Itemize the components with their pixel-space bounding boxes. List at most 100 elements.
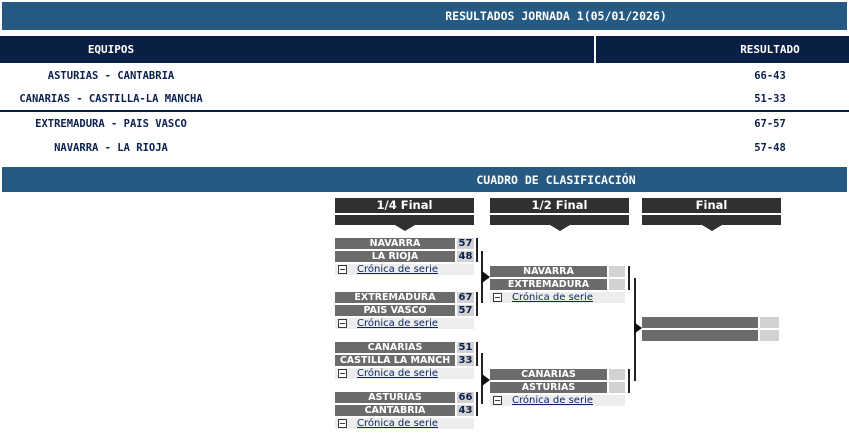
cronica-link[interactable]: Crónica de serie xyxy=(357,264,438,275)
team-bar: EXTREMADURA xyxy=(335,292,455,303)
triangle-right-icon xyxy=(482,271,490,283)
team-bar: EXTREMADURA xyxy=(490,279,607,290)
team-bar xyxy=(642,330,758,341)
result-row-score: 66-43 xyxy=(754,69,786,82)
minus-glyph xyxy=(495,400,500,401)
squared-minus-icon xyxy=(338,319,347,328)
bracket-line xyxy=(476,342,478,366)
triangle-down-icon xyxy=(701,225,722,231)
result-row-score: 57-48 xyxy=(754,142,786,154)
cronica-row: Crónica de serie xyxy=(335,368,474,379)
result-row: ASTURIAS - CANTABRIA 66-43 xyxy=(0,63,849,88)
team-bar: CANARIAS xyxy=(335,342,455,353)
squared-minus-icon xyxy=(493,293,502,302)
round-underbar xyxy=(335,215,474,225)
cronica-link[interactable]: Crónica de serie xyxy=(512,395,593,406)
team-bar: NAVARRA xyxy=(490,266,607,277)
score-cell: 67 xyxy=(457,292,474,303)
minus-glyph xyxy=(495,297,500,298)
bracket-line xyxy=(476,238,478,262)
score-cell: 57 xyxy=(457,238,474,249)
minus-glyph xyxy=(340,323,345,324)
qf-match-2: EXTREMADURA 67 PAIS VASCO 57 Crónica de … xyxy=(335,292,474,329)
classification-banner: CUADRO DE CLASIFICACIÓN xyxy=(2,167,847,192)
minus-glyph xyxy=(340,423,345,424)
result-row-score: 51-33 xyxy=(754,93,786,105)
result-row-score: 67-57 xyxy=(754,118,786,130)
result-row-teams: ASTURIAS - CANTABRIA xyxy=(47,69,175,82)
final-match xyxy=(642,317,779,341)
score-cell: 43 xyxy=(457,405,474,416)
squared-minus-icon xyxy=(338,419,347,428)
bracket-line xyxy=(628,266,630,290)
results-banner-title: RESULTADOS JORNADA 1(05/01/2026) xyxy=(445,9,667,23)
round-header-final: Final xyxy=(642,198,781,231)
minus-glyph xyxy=(340,373,345,374)
round-title: 1/2 Final xyxy=(490,198,629,213)
team-bar: PAIS VASCO xyxy=(335,305,455,316)
team-bar: ASTURIAS xyxy=(490,382,607,393)
result-row: NAVARRA - LA RIOJA 57-48 xyxy=(0,136,849,160)
triangle-right-icon xyxy=(634,322,642,334)
cronica-row: Crónica de serie xyxy=(335,264,474,275)
results-banner: RESULTADOS JORNADA 1(05/01/2026) xyxy=(2,2,847,30)
result-row-teams: CANARIAS - CASTILLA-LA MANCHA xyxy=(19,93,203,105)
result-row: CANARIAS - CASTILLA-LA MANCHA 51-33 xyxy=(0,88,849,110)
triangle-right-icon xyxy=(482,374,490,386)
results-table-header: EQUIPOS RESULTADO xyxy=(0,36,849,63)
team-bar: ASTURIAS xyxy=(335,392,455,403)
score-cell xyxy=(609,369,625,380)
score-cell xyxy=(760,330,779,341)
column-divider xyxy=(594,36,596,63)
bracket-line xyxy=(476,292,478,316)
team-bar: LA RIOJA xyxy=(335,251,455,262)
score-cell: 48 xyxy=(457,251,474,262)
score-cell: 33 xyxy=(457,355,474,366)
cronica-row: Crónica de serie xyxy=(490,292,625,303)
classification-banner-title: CUADRO DE CLASIFICACIÓN xyxy=(476,172,636,187)
score-cell: 57 xyxy=(457,305,474,316)
round-title: Final xyxy=(642,198,781,213)
score-cell: 66 xyxy=(457,392,474,403)
cronica-row: Crónica de serie xyxy=(335,318,474,329)
sf-match-2: CANARIAS ASTURIAS Crónica de serie xyxy=(490,369,625,406)
round-header-semifinal: 1/2 Final xyxy=(490,198,629,231)
score-cell xyxy=(609,279,625,290)
team-bar: CASTILLA LA MANCH xyxy=(335,355,455,366)
row-divider-line xyxy=(0,110,849,112)
result-row-teams: NAVARRA - LA RIOJA xyxy=(54,142,168,154)
cronica-link[interactable]: Crónica de serie xyxy=(357,418,438,429)
cronica-row: Crónica de serie xyxy=(490,395,625,406)
minus-glyph xyxy=(340,269,345,270)
cronica-link[interactable]: Crónica de serie xyxy=(357,368,438,379)
score-cell xyxy=(609,382,625,393)
score-cell xyxy=(609,266,625,277)
result-row: EXTREMADURA - PAIS VASCO 67-57 xyxy=(0,112,849,136)
result-row-teams: EXTREMADURA - PAIS VASCO xyxy=(35,118,187,130)
triangle-down-icon xyxy=(549,225,570,231)
score-cell: 51 xyxy=(457,342,474,353)
round-underbar xyxy=(490,215,629,225)
qf-match-1: NAVARRA 57 LA RIOJA 48 Crónica de serie xyxy=(335,238,474,275)
cronica-row: Crónica de serie xyxy=(335,418,474,429)
qf-match-3: CANARIAS 51 CASTILLA LA MANCH 33 Crónica… xyxy=(335,342,474,379)
round-header-quarterfinal: 1/4 Final xyxy=(335,198,474,231)
round-underbar xyxy=(642,215,781,225)
bracket-line xyxy=(628,369,630,393)
team-bar: NAVARRA xyxy=(335,238,455,249)
cronica-link[interactable]: Crónica de serie xyxy=(357,318,438,329)
squared-minus-icon xyxy=(493,396,502,405)
team-bar: CANARIAS xyxy=(490,369,607,380)
round-title: 1/4 Final xyxy=(335,198,474,213)
team-bar xyxy=(642,317,758,328)
sf-match-1: NAVARRA EXTREMADURA Crónica de serie xyxy=(490,266,625,303)
triangle-down-icon xyxy=(394,225,415,231)
squared-minus-icon xyxy=(338,369,347,378)
equipos-column-header: EQUIPOS xyxy=(87,43,135,56)
qf-match-4: ASTURIAS 66 CANTABRIA 43 Crónica de seri… xyxy=(335,392,474,429)
cronica-link[interactable]: Crónica de serie xyxy=(512,292,593,303)
resultado-column-header: RESULTADO xyxy=(740,43,800,56)
team-bar: CANTABRIA xyxy=(335,405,455,416)
score-cell xyxy=(760,317,779,328)
